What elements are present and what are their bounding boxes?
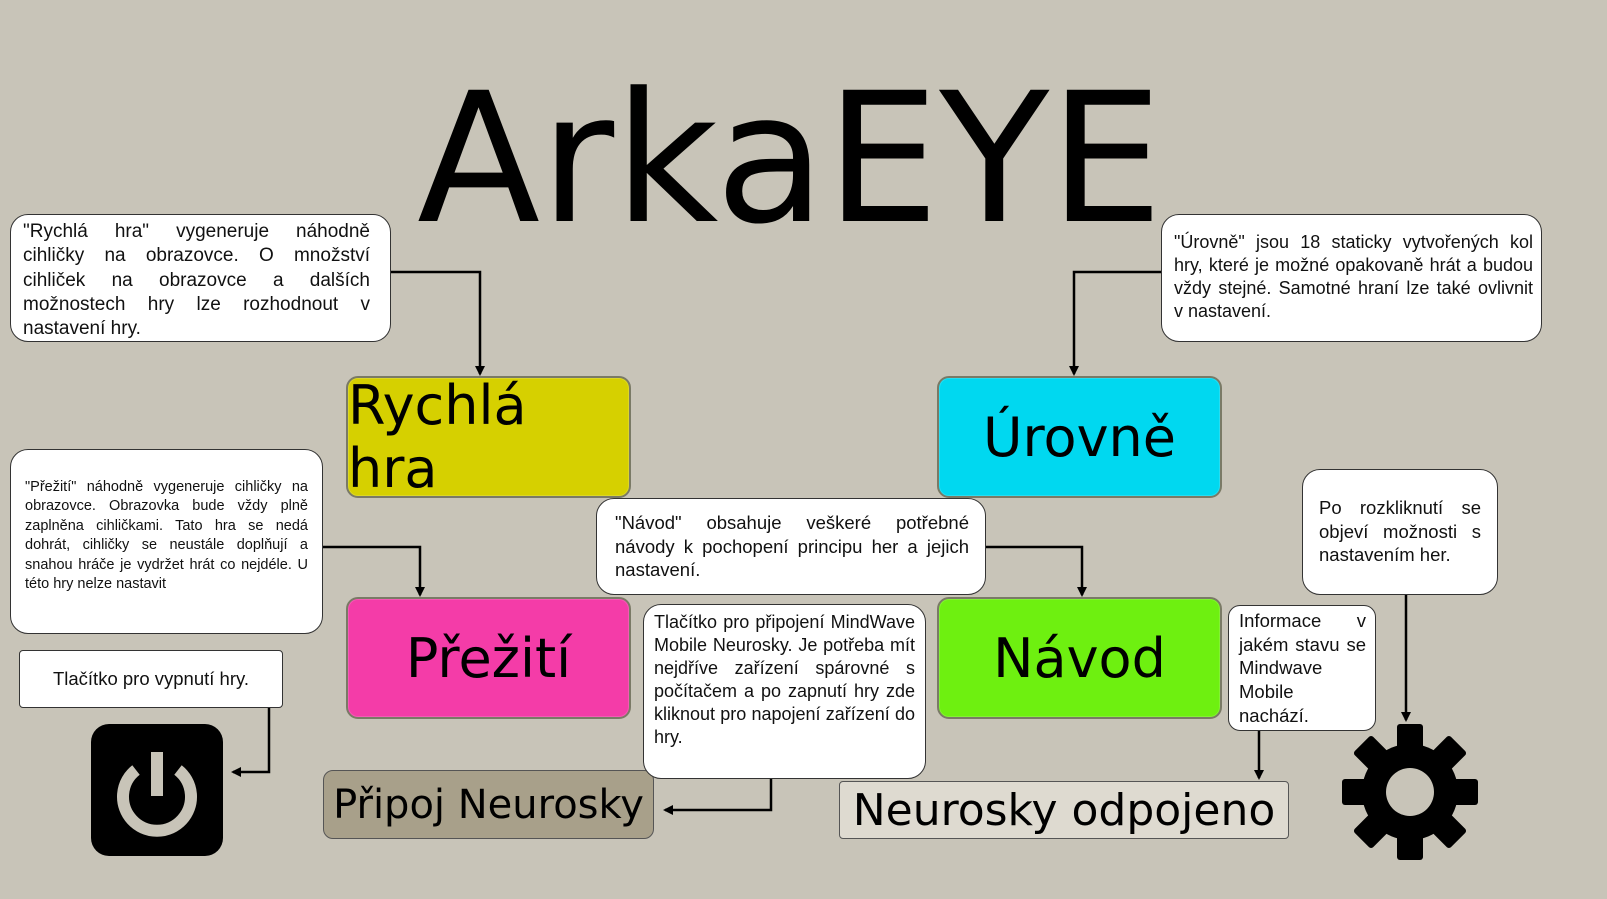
tutorial-button[interactable]: Návod bbox=[937, 597, 1222, 719]
survival-button[interactable]: Přežití bbox=[346, 597, 631, 719]
power-button[interactable] bbox=[91, 724, 223, 856]
power-icon bbox=[117, 752, 197, 837]
quick-game-button[interactable]: Rychlá hra bbox=[346, 374, 631, 500]
power-note: Tlačítko pro vypnutí hry. bbox=[19, 650, 283, 708]
settings-note: Po rozkliknutí se objeví možnosti s nast… bbox=[1302, 469, 1498, 595]
connect-note: Tlačítko pro připojení MindWave Mobile N… bbox=[643, 604, 926, 779]
arrow-quick-game bbox=[391, 270, 485, 376]
app-title: ArkaEYE bbox=[417, 55, 1163, 264]
gear-icon bbox=[1342, 724, 1478, 860]
tutorial-note: "Návod" obsahuje veškeré potřebné návody… bbox=[596, 498, 986, 595]
levels-button[interactable]: Úrovně bbox=[937, 376, 1222, 498]
arrow-tutorial bbox=[986, 545, 1087, 597]
arrow-connect bbox=[663, 779, 773, 815]
quick-game-note: "Rychlá hra" vygeneruje náhodně cihličky… bbox=[10, 214, 391, 342]
tutorial-label: Návod bbox=[993, 626, 1166, 690]
survival-label: Přežití bbox=[405, 626, 572, 690]
arrow-power bbox=[231, 708, 271, 777]
connect-neurosky-button[interactable]: Připoj Neurosky bbox=[323, 770, 654, 839]
levels-note: "Úrovně" jsou 18 staticky vytvořených ko… bbox=[1161, 214, 1542, 342]
neurosky-status: Neurosky odpojeno bbox=[839, 781, 1289, 839]
arrow-levels bbox=[1069, 270, 1161, 376]
arrow-survival bbox=[323, 545, 425, 597]
survival-note: "Přežití" náhodně vygeneruje cihličky na… bbox=[10, 449, 323, 634]
settings-button[interactable] bbox=[1340, 722, 1480, 862]
neurosky-status-label: Neurosky odpojeno bbox=[852, 784, 1276, 836]
status-note: Informace v jakém stavu se Mindwave Mobi… bbox=[1228, 605, 1376, 731]
quick-game-label: Rychlá hra bbox=[348, 374, 527, 500]
connect-neurosky-label: Připoj Neurosky bbox=[333, 781, 644, 828]
levels-label: Úrovně bbox=[983, 405, 1176, 469]
